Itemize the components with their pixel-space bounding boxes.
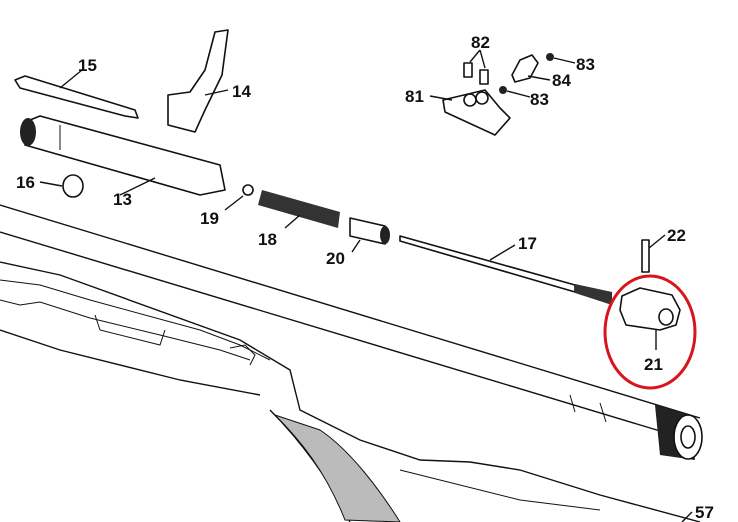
highlight-circle [603,274,697,390]
part-18-spring: 18 [258,190,340,249]
part-19-ring: 19 [200,184,254,228]
part-15-cover: 15 [14,56,139,119]
label-21: 21 [644,355,663,374]
part-22-pin: 22 [641,226,686,273]
part-13-cylinder: 13 [20,115,226,209]
label-14: 14 [232,82,251,101]
rifle-stock [0,204,701,522]
part-16-clip: 16 [16,173,84,198]
part-20-piston: 20 [326,217,390,268]
label-22: 22 [667,226,686,245]
label-18: 18 [258,230,277,249]
part-14-lever: 14 [167,29,251,133]
label-13: 13 [113,190,132,209]
part-57-stock-label: 57 [681,503,714,522]
label-82: 82 [471,33,490,52]
part-83-screws: 83 83 [499,53,595,109]
label-17: 17 [518,234,537,253]
label-19: 19 [200,209,219,228]
part-82-screws: 82 [463,33,490,85]
part-81-mount: 81 [405,87,511,136]
label-83-top: 83 [576,55,595,74]
label-16: 16 [16,173,35,192]
part-84-bracket: 84 [511,54,571,90]
label-84: 84 [552,71,571,90]
part-21-block: 21 [603,274,697,390]
label-81: 81 [405,87,424,106]
barrel-muzzle [655,405,703,460]
part-17-rod: 17 [399,234,612,305]
label-57: 57 [695,503,714,522]
label-83-bottom: 83 [530,90,549,109]
label-15: 15 [78,56,97,75]
label-20: 20 [326,249,345,268]
